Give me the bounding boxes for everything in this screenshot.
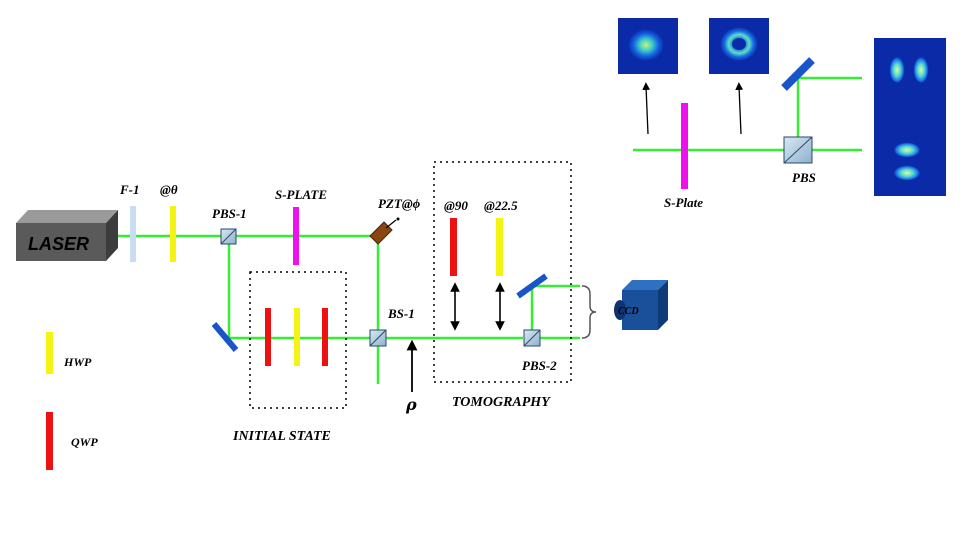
filter-f1 bbox=[130, 206, 136, 262]
laser-label: LASER bbox=[28, 234, 89, 254]
legend-qwp-swatch bbox=[46, 412, 53, 470]
hwp-theta bbox=[170, 206, 176, 262]
inset-diagram: S-Plate PBS bbox=[618, 18, 946, 210]
hwp-theta-label: @θ bbox=[160, 182, 178, 197]
tomography-qwp bbox=[450, 218, 457, 276]
ccd-camera-icon bbox=[614, 280, 668, 330]
camera-output-image-icon bbox=[874, 38, 946, 196]
laser-box-icon bbox=[16, 210, 118, 261]
legend-qwp-label: QWP bbox=[71, 435, 98, 449]
inset-pbs-icon bbox=[783, 136, 813, 164]
ccd-brace bbox=[581, 285, 597, 339]
inset-s-plate-label: S-Plate bbox=[664, 195, 703, 210]
initial-hwp bbox=[294, 308, 300, 366]
inset-s-plate bbox=[681, 103, 688, 189]
tomography-box bbox=[433, 161, 572, 383]
tomography-label: TOMOGRAPHY bbox=[452, 395, 551, 410]
angle90-label: @90 bbox=[444, 198, 468, 213]
donut-image-icon bbox=[709, 18, 769, 74]
pzt-mirror-icon bbox=[369, 217, 400, 245]
initial-state-label: INITIAL STATE bbox=[232, 429, 331, 444]
pzt-label: PZT@ϕ bbox=[378, 196, 421, 211]
angle225-label: @22.5 bbox=[484, 198, 518, 213]
pbs2-label: PBS-2 bbox=[522, 358, 557, 373]
inset-mirror-icon bbox=[781, 57, 815, 91]
beam-paths bbox=[108, 234, 580, 384]
s-plate bbox=[293, 207, 299, 265]
initial-state-box bbox=[249, 271, 347, 409]
ccd-label: CCD bbox=[618, 306, 639, 317]
pbs1-label: PBS-1 bbox=[212, 206, 247, 221]
tomography-mirror-icon bbox=[516, 273, 548, 299]
initial-qwp-1 bbox=[265, 308, 271, 366]
legend-hwp-swatch bbox=[46, 332, 53, 374]
bs1-icon bbox=[369, 329, 387, 347]
inset-arrow-right bbox=[735, 82, 744, 135]
rho-label: ρ bbox=[405, 395, 417, 414]
bs1-label: BS-1 bbox=[387, 306, 415, 321]
tomography-hwp bbox=[496, 218, 503, 276]
inset-arrow-left bbox=[642, 82, 651, 135]
filter-f1-label: F-1 bbox=[119, 182, 140, 197]
pbs2-icon bbox=[523, 329, 541, 347]
s-plate-label: S-PLATE bbox=[275, 187, 327, 202]
legend-hwp-label: HWP bbox=[63, 355, 92, 369]
mirror-icon bbox=[211, 322, 239, 352]
initial-qwp-2 bbox=[322, 308, 328, 366]
vortex-image-icon bbox=[618, 18, 678, 74]
inset-pbs-label: PBS bbox=[792, 170, 816, 185]
beam-splitter-icon bbox=[220, 228, 237, 245]
